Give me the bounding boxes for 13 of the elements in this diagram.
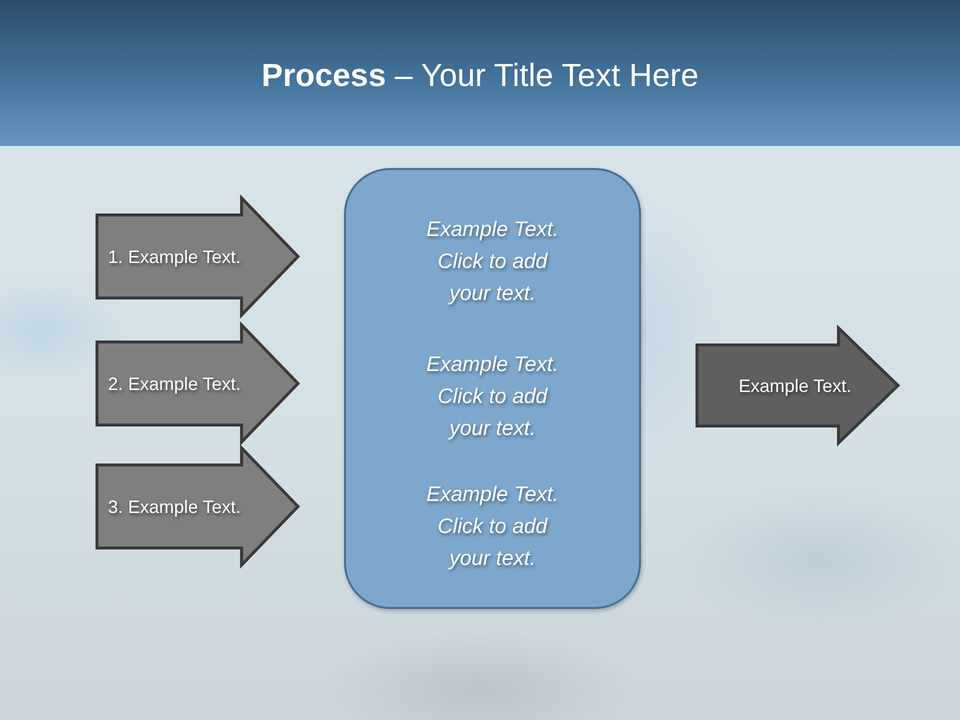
body-text: Example Text. Click to add your text. xyxy=(425,482,560,572)
arrow-shape xyxy=(695,327,900,444)
arrow-label: Example Text. xyxy=(738,374,852,396)
body-text: Example Text. Click to add your text. xyxy=(425,217,560,307)
arrow-shape xyxy=(95,447,300,566)
arrow-shape xyxy=(95,324,300,443)
process-box xyxy=(344,168,641,609)
arrow-label: 2. Example Text. xyxy=(108,372,241,394)
arrow-label: 3. Example Text. xyxy=(108,496,241,518)
arrow-label: 1. Example Text. xyxy=(108,246,241,268)
slide-title: Process – Your Title Text Here xyxy=(260,56,700,95)
body-text: Example Text. Click to add your text. xyxy=(425,352,560,442)
arrow-shape xyxy=(95,197,300,316)
